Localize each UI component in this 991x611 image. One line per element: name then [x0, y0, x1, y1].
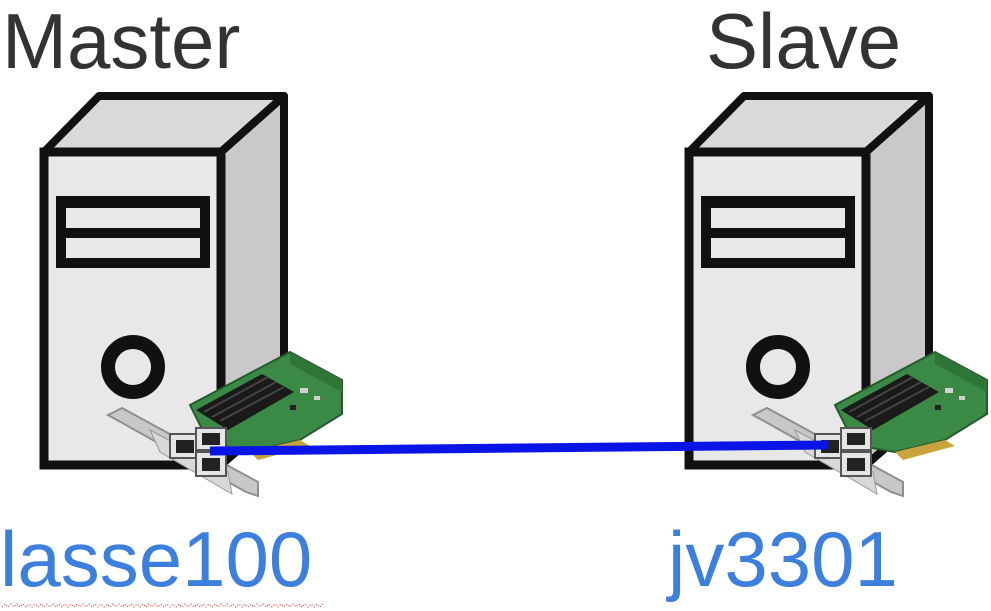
slave-title: Slave: [706, 0, 902, 85]
slave-hostname: jv3301: [668, 515, 898, 603]
network-link-line: [209, 440, 829, 456]
master-hostname: lasse100: [0, 515, 313, 603]
master-title: Master: [2, 0, 241, 85]
spellcheck-underline: [2, 603, 324, 608]
